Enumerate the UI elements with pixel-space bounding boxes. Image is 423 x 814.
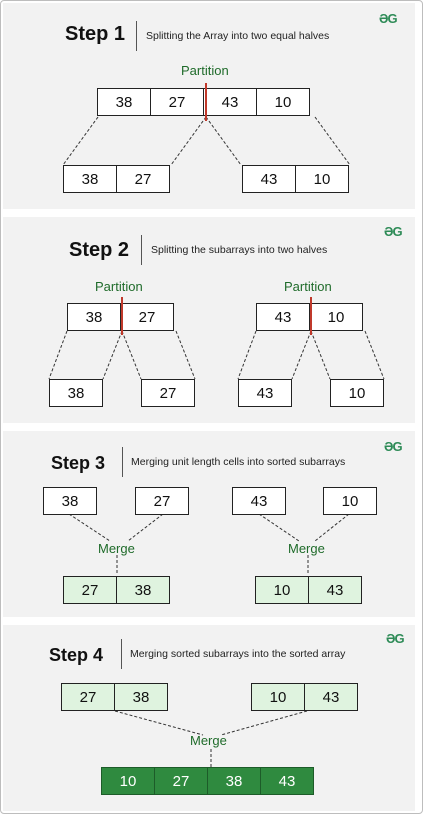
right-half-row: 43 10 (242, 165, 349, 193)
partition-label: Partition (284, 279, 332, 294)
brand-logo: ƏG (384, 224, 403, 239)
array-cell: 38 (63, 165, 117, 193)
step-4-panel: Step 4 Merging sorted subarrays into the… (3, 625, 415, 811)
unit-cell-row: 43 (238, 379, 292, 407)
left-half-row: 38 27 (63, 165, 170, 193)
array-cell: 43 (232, 487, 286, 515)
array-cell: 43 (308, 576, 362, 604)
merge-label: Merge (190, 733, 227, 748)
step-4-connectors (114, 710, 308, 767)
brand-logo: ƏG (384, 439, 403, 454)
array-cell: 38 (116, 576, 170, 604)
right-subarray-row: 43 10 (256, 303, 363, 331)
sorted-subarray-row: 10 43 (251, 683, 358, 711)
title-divider (122, 447, 123, 477)
step-3-connectors (68, 513, 350, 575)
array-cell: 38 (67, 303, 121, 331)
array-cell: 38 (114, 683, 168, 711)
array-cell: 27 (135, 487, 189, 515)
array-cell: 27 (63, 576, 117, 604)
array-row: 38 27 43 10 (97, 88, 310, 116)
array-cell: 43 (256, 303, 310, 331)
array-cell: 10 (330, 379, 384, 407)
array-cell: 27 (61, 683, 115, 711)
partition-line (121, 297, 123, 335)
partition-label: Partition (95, 279, 143, 294)
step-3-panel: Step 3 Merging unit length cells into so… (3, 431, 415, 617)
array-cell: 43 (260, 767, 314, 795)
title-divider (136, 21, 137, 51)
unit-cell-row: 10 (323, 487, 377, 515)
step-4-description: Merging sorted subarrays into the sorted… (130, 648, 346, 660)
array-cell: 10 (251, 683, 305, 711)
sorted-subarray-row: 27 38 (61, 683, 168, 711)
array-cell: 27 (141, 379, 195, 407)
step-3-description: Merging unit length cells into sorted su… (131, 456, 346, 468)
unit-cell-row: 27 (141, 379, 195, 407)
brand-logo: ƏG (379, 11, 398, 26)
step-3-title: Step 3 (51, 453, 106, 473)
sorted-subarray-row: 27 38 (63, 576, 170, 604)
step-2-title: Step 2 (69, 239, 130, 261)
partition-label: Partition (181, 63, 229, 78)
array-cell: 27 (154, 767, 208, 795)
step-1-description: Splitting the Array into two equal halve… (146, 30, 330, 42)
step-4-title: Step 4 (49, 645, 104, 665)
sorted-array-row: 10 27 38 43 (101, 767, 314, 795)
array-cell: 38 (43, 487, 97, 515)
array-cell: 10 (256, 88, 310, 116)
unit-cell-row: 38 (43, 487, 97, 515)
unit-cell-row: 43 (232, 487, 286, 515)
title-divider (121, 639, 122, 669)
array-cell: 10 (295, 165, 349, 193)
step-2-panel: Step 2 Splitting the subarrays into two … (3, 217, 415, 423)
unit-cell-row: 10 (330, 379, 384, 407)
array-cell: 38 (97, 88, 151, 116)
array-cell: 27 (116, 165, 170, 193)
step-1-panel: Step 1 Splitting the Array into two equa… (3, 3, 415, 209)
array-cell: 38 (207, 767, 261, 795)
left-subarray-row: 38 27 (67, 303, 174, 331)
step-1-title: Step 1 (65, 23, 126, 45)
merge-label: Merge (98, 541, 135, 556)
array-cell: 27 (120, 303, 174, 331)
unit-cell-row: 27 (135, 487, 189, 515)
partition-line (310, 297, 312, 335)
array-cell: 43 (203, 88, 257, 116)
step-2-connectors (48, 330, 385, 380)
array-cell: 43 (304, 683, 358, 711)
array-cell: 10 (309, 303, 363, 331)
array-cell: 43 (242, 165, 296, 193)
step-2-description: Splitting the subarrays into two halves (151, 244, 328, 256)
title-divider (141, 235, 142, 265)
array-cell: 27 (150, 88, 204, 116)
array-cell: 43 (238, 379, 292, 407)
array-cell: 38 (49, 379, 103, 407)
sorted-subarray-row: 10 43 (255, 576, 362, 604)
array-cell: 10 (255, 576, 309, 604)
unit-cell-row: 38 (49, 379, 103, 407)
array-cell: 10 (101, 767, 155, 795)
brand-logo: ƏG (386, 631, 405, 646)
merge-label: Merge (288, 541, 325, 556)
partition-line (205, 83, 207, 121)
array-cell: 10 (323, 487, 377, 515)
